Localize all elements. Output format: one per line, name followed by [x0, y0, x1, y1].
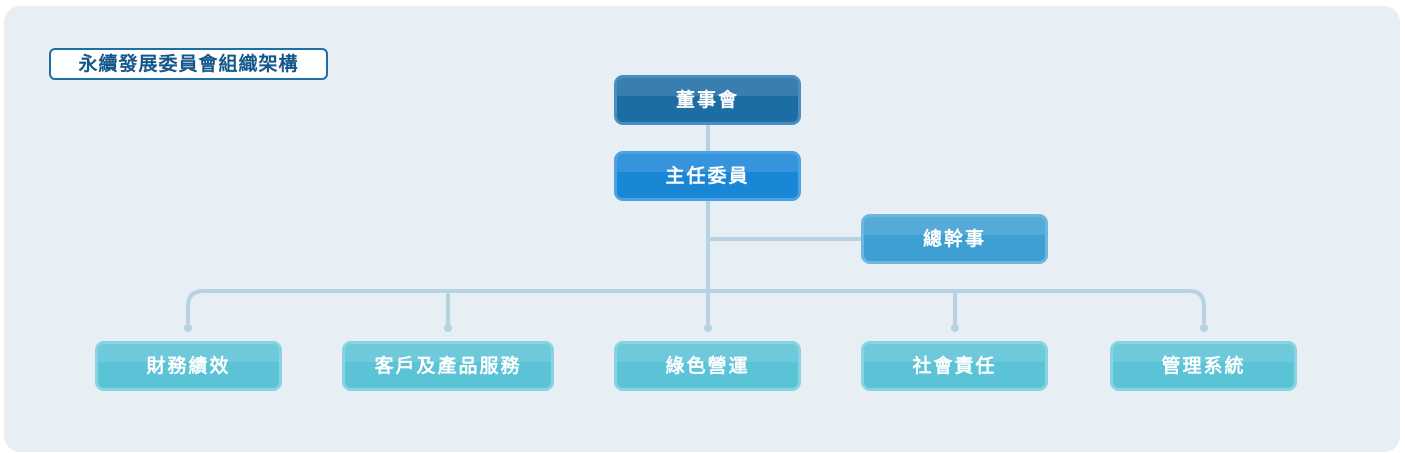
- org-chart-title: 永續發展委員會組織架構: [49, 48, 328, 80]
- board-node: 董事會: [614, 75, 801, 125]
- secretary-node: 總幹事: [861, 214, 1048, 264]
- board-label: 董事會: [675, 89, 739, 111]
- chair-label: 主任委員: [665, 165, 750, 187]
- connector-dot-team-1: [184, 324, 192, 332]
- connector-dot-team-2: [444, 324, 452, 332]
- team-node-social: 社會責任: [861, 341, 1048, 391]
- team-node-customer: 客戶及產品服務: [342, 341, 554, 391]
- node-highlight: [1113, 344, 1294, 363]
- connector-dot-team-4: [951, 324, 959, 332]
- node-highlight: [864, 344, 1045, 363]
- chair-node: 主任委員: [614, 151, 801, 201]
- team-label: 綠色營運: [665, 355, 750, 377]
- node-highlight: [617, 78, 798, 97]
- secretary-label: 總幹事: [922, 228, 986, 250]
- connector-dot-team-5: [1200, 324, 1208, 332]
- connector-team-bus: [186, 289, 1206, 324]
- node-highlight: [345, 344, 551, 363]
- team-node-management: 管理系統: [1110, 341, 1297, 391]
- team-label: 財務績效: [146, 355, 231, 377]
- node-highlight: [98, 344, 279, 363]
- team-node-green: 綠色營運: [614, 341, 801, 391]
- team-label: 管理系統: [1161, 355, 1246, 377]
- team-label: 社會責任: [912, 355, 997, 377]
- team-label: 客戶及產品服務: [374, 355, 522, 377]
- node-highlight: [617, 344, 798, 363]
- node-highlight: [617, 154, 798, 173]
- node-highlight: [864, 217, 1045, 236]
- team-node-financial: 財務績效: [95, 341, 282, 391]
- connector-dot-team-3: [704, 324, 712, 332]
